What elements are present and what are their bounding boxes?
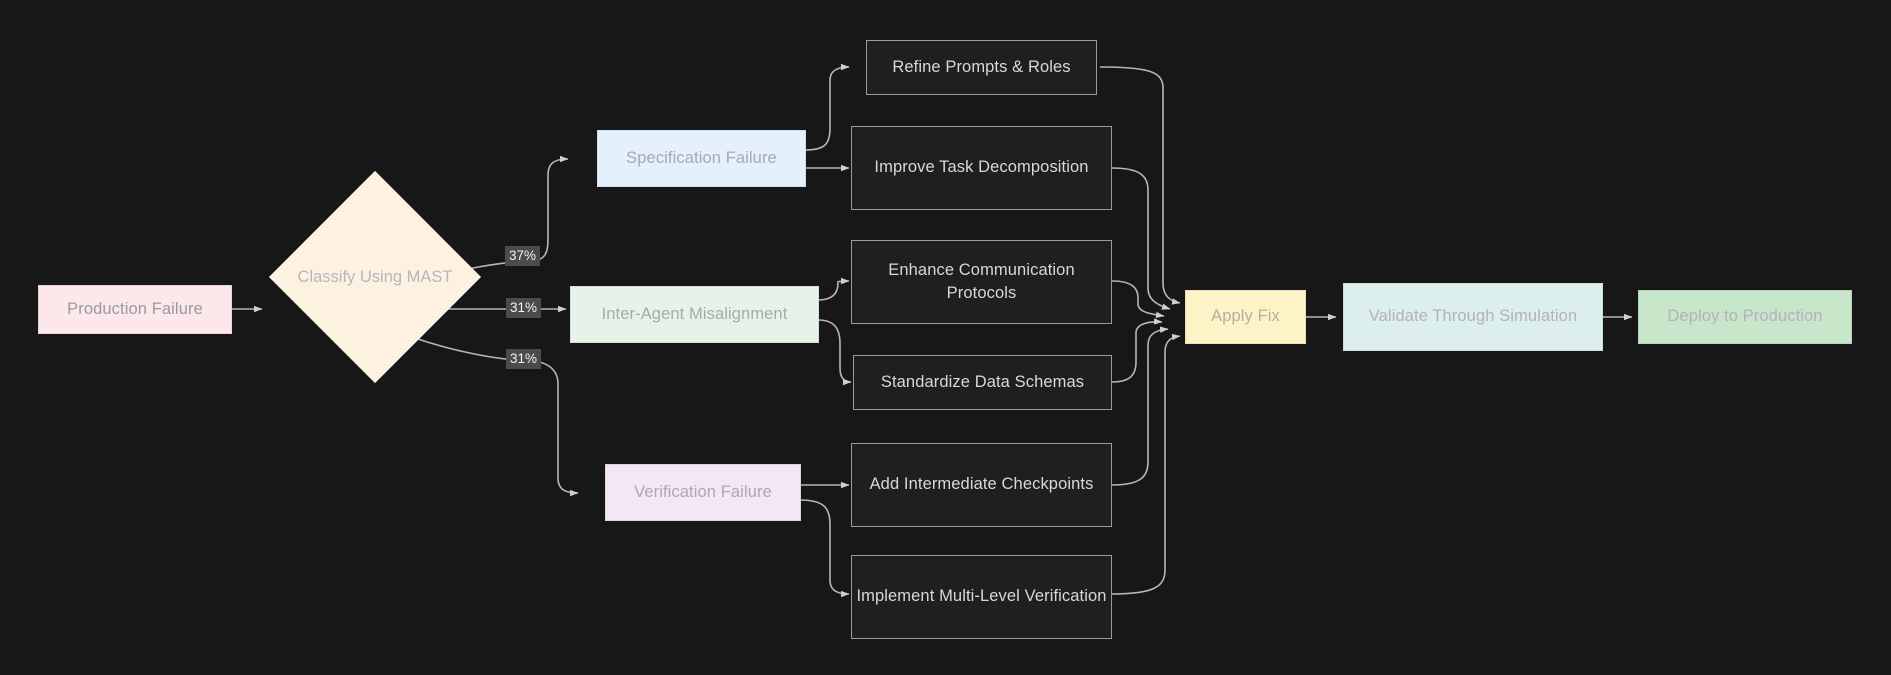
node-specification-failure[interactable]: Specification Failure [597,130,806,187]
edge-spec-to-refine [804,63,850,151]
node-implement-multi-level-verification[interactable]: Implement Multi-Level Verification [851,555,1112,639]
node-label: Add Intermediate Checkpoints [869,475,1094,494]
edge-label-to-spec: 37% [505,246,541,267]
node-label: Implement Multi-Level Verification [856,587,1107,606]
node-label: Production Failure [67,299,203,318]
node-label: Classify Using MAST [297,267,453,286]
node-standardize-data-schemas[interactable]: Standardize Data Schemas [853,355,1112,410]
node-verification-failure[interactable]: Verification Failure [605,464,801,521]
node-classify-using-mast[interactable]: Classify Using MAST [268,170,482,384]
node-refine-prompts-and-roles[interactable]: Refine Prompts & Roles [866,40,1097,95]
node-production-failure[interactable]: Production Failure [38,285,232,334]
node-label: Standardize Data Schemas [880,372,1085,391]
edge-checkpoints-to-fix [1111,326,1169,486]
edge-refine-to-fix [1099,66,1181,305]
edge-label-to-verif: 31% [506,349,542,370]
node-label: Inter-Agent Misalignment [601,304,788,323]
node-improve-task-decomposition[interactable]: Improve Task Decomposition [851,126,1112,210]
node-label: Deploy to Production [1667,307,1823,326]
node-label: Validate Through Simulation [1368,307,1578,326]
node-inter-agent-misalignment[interactable]: Inter-Agent Misalignment [570,286,819,343]
edge-multilevel-to-fix [1111,333,1181,595]
node-label: Enhance Communication Protocols [888,260,1075,302]
edge-schemas-to-fix [1111,318,1163,383]
node-label: Verification Failure [634,482,772,501]
edge-inter-to-comms [817,277,850,301]
node-label: Improve Task Decomposition [874,158,1089,177]
node-label: Specification Failure [626,148,777,167]
edge-decompose-to-fix [1111,167,1171,310]
node-apply-fix[interactable]: Apply Fix [1185,290,1306,344]
edge-decision-to-verif [411,336,579,497]
node-label: Refine Prompts & Roles [892,57,1071,76]
node-label: Apply Fix [1211,307,1280,326]
edge-label-to-inter: 31% [506,298,542,319]
node-deploy-to-production[interactable]: Deploy to Production [1638,290,1852,344]
edge-verif-to-multilevel [799,499,850,598]
edge-inter-to-schemas [817,319,852,386]
node-add-intermediate-checkpoints[interactable]: Add Intermediate Checkpoints [851,443,1112,527]
edge-comms-to-fix [1111,280,1165,319]
node-validate-through-simulation[interactable]: Validate Through Simulation [1343,283,1603,351]
node-enhance-communication-protocols[interactable]: Enhance Communication Protocols [851,240,1112,324]
